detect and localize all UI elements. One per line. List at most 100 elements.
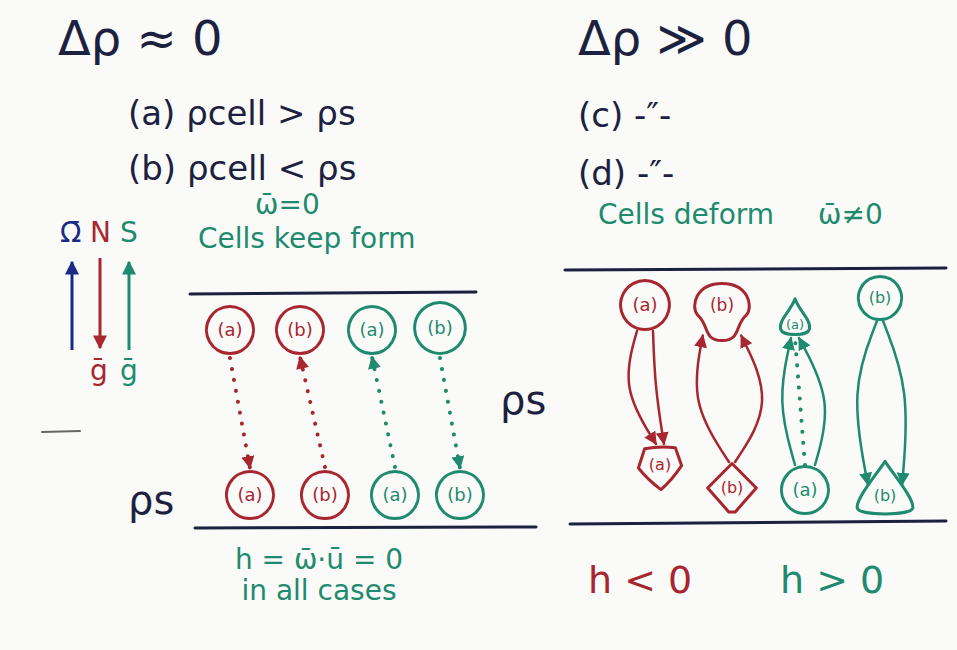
gravity-symbol: ḡ <box>90 354 108 387</box>
shape-note-holder: Cells keep form <box>198 224 415 255</box>
gravity-symbol-holder: ḡ <box>120 356 138 387</box>
cell-outline-path <box>857 461 913 514</box>
cell-label: (b) <box>312 485 337 505</box>
density-condition: Δρ ≫ 0 <box>578 10 753 66</box>
cell-shape: (b) <box>852 459 918 517</box>
panel-top-wall <box>190 292 476 294</box>
shape-note-holder: Cells deform <box>598 200 774 231</box>
motion-arrow <box>857 321 905 485</box>
motion-arrow <box>372 357 395 467</box>
cell-outline-path <box>415 303 466 354</box>
cell-label: (a) <box>786 318 804 332</box>
shape-note: Cells keep form <box>198 222 415 255</box>
cell-outline-path <box>781 467 828 514</box>
motion-path <box>883 321 906 485</box>
cell-shape: (b) <box>857 275 903 321</box>
hemisphere-letter-holder: N <box>90 218 111 249</box>
cell-shape: (a) <box>225 470 275 520</box>
case-definition-holder: (a) ρcell > ρs <box>128 95 356 132</box>
cell-label: (a) <box>632 295 657 315</box>
gravity-arrow <box>99 258 102 348</box>
helicity-note-holder: h = ω̄·ū = 0 in all cases <box>230 545 408 607</box>
motion-arrow <box>230 358 250 468</box>
case-definition: (b) ρcell < ρs <box>128 148 356 188</box>
motion-path <box>653 331 664 444</box>
cell-outline-path <box>348 307 395 354</box>
case-definition: (d) -″- <box>578 153 674 193</box>
density-symbol-holder: ρs <box>128 478 174 522</box>
cell-shape: (a) <box>780 465 830 515</box>
case-definition-holder: (d) -″- <box>578 155 674 192</box>
motion-path <box>440 358 460 468</box>
cell-outline-path <box>371 472 418 519</box>
cell-label: (a) <box>237 485 262 505</box>
density-condition: Δρ ≈ 0 <box>58 10 223 66</box>
shape-note: Cells deform <box>598 198 774 231</box>
cell-outline-path <box>301 472 348 519</box>
cell-label: (b) <box>710 296 734 315</box>
motion-arrow <box>440 358 460 468</box>
motion-path <box>735 336 762 462</box>
helicity-sign: h < 0 <box>588 558 692 602</box>
cell-shape: (a) <box>619 279 671 331</box>
case-definition-holder: (c) -″- <box>578 97 671 134</box>
motion-path <box>799 338 825 465</box>
motion-path <box>230 358 250 468</box>
panel-bottom-wall <box>570 521 946 524</box>
separator-stroke <box>42 431 80 432</box>
cell-shape: (b) <box>435 470 485 520</box>
cell-label: (b) <box>447 485 472 505</box>
vorticity-note: ω̄=0 <box>255 188 320 221</box>
cell-shape: (b) <box>705 462 759 514</box>
case-definition-holder: (b) ρcell < ρs <box>128 150 356 187</box>
cell-shape: (a) <box>777 298 813 338</box>
vorticity-note-holder: ω̄=0 <box>255 190 320 221</box>
motion-arrow <box>300 357 325 467</box>
hemisphere-letter-holder: S <box>120 218 138 249</box>
cell-shape: (b) <box>690 281 754 343</box>
case-definition: (c) -″- <box>578 95 671 135</box>
motion-path <box>795 338 805 465</box>
density-symbol: ρs <box>500 377 546 423</box>
gravity-symbol: ḡ <box>120 354 138 387</box>
hemisphere-letter: S <box>120 216 138 249</box>
vorticity-note: ω̄≠0 <box>818 198 883 231</box>
motion-arrow <box>629 331 664 444</box>
cell-label: (a) <box>792 480 817 500</box>
cell-label: (a) <box>217 320 242 340</box>
cell-label: (a) <box>382 485 407 505</box>
cell-outline-path <box>695 283 750 340</box>
cell-outline-path <box>638 447 681 490</box>
vector-symbol: Ω̄ <box>60 216 81 249</box>
cell-outline-path <box>276 307 323 354</box>
cell-shape: (a) <box>347 305 397 355</box>
cell-shape: (a) <box>205 305 255 355</box>
vorticity-note-holder: ω̄≠0 <box>818 200 883 231</box>
density-condition-holder: Δρ ≫ 0 <box>578 12 753 65</box>
helicity-sign-holder: h > 0 <box>780 560 884 602</box>
cell-shape: (b) <box>413 301 467 355</box>
density-symbol: ρs <box>128 477 174 523</box>
cell-label: (b) <box>869 289 892 307</box>
cell-outline-path <box>206 307 253 354</box>
cell-shape: (b) <box>300 470 350 520</box>
hemisphere-letter: N <box>90 216 111 249</box>
cell-label: (a) <box>649 456 671 474</box>
density-symbol-holder: ρs <box>500 378 546 422</box>
cell-label: (a) <box>359 320 384 340</box>
helicity-note: h = ω̄·ū = 0 in all cases <box>235 543 403 607</box>
cell-outline-path <box>858 276 901 319</box>
cell-label: (b) <box>721 479 744 497</box>
motion-arrow <box>782 338 825 465</box>
motion-path <box>629 331 656 444</box>
cell-outline-path <box>708 464 757 512</box>
cell-label: (b) <box>287 320 312 340</box>
helicity-sign: h > 0 <box>780 558 884 602</box>
motion-arrow <box>697 336 762 462</box>
cell-outline-path <box>780 299 809 335</box>
motion-path <box>372 357 395 467</box>
gravity-symbol-holder: ḡ <box>90 356 108 387</box>
cell-label: (b) <box>427 318 452 338</box>
case-definition: (a) ρcell > ρs <box>128 93 356 133</box>
